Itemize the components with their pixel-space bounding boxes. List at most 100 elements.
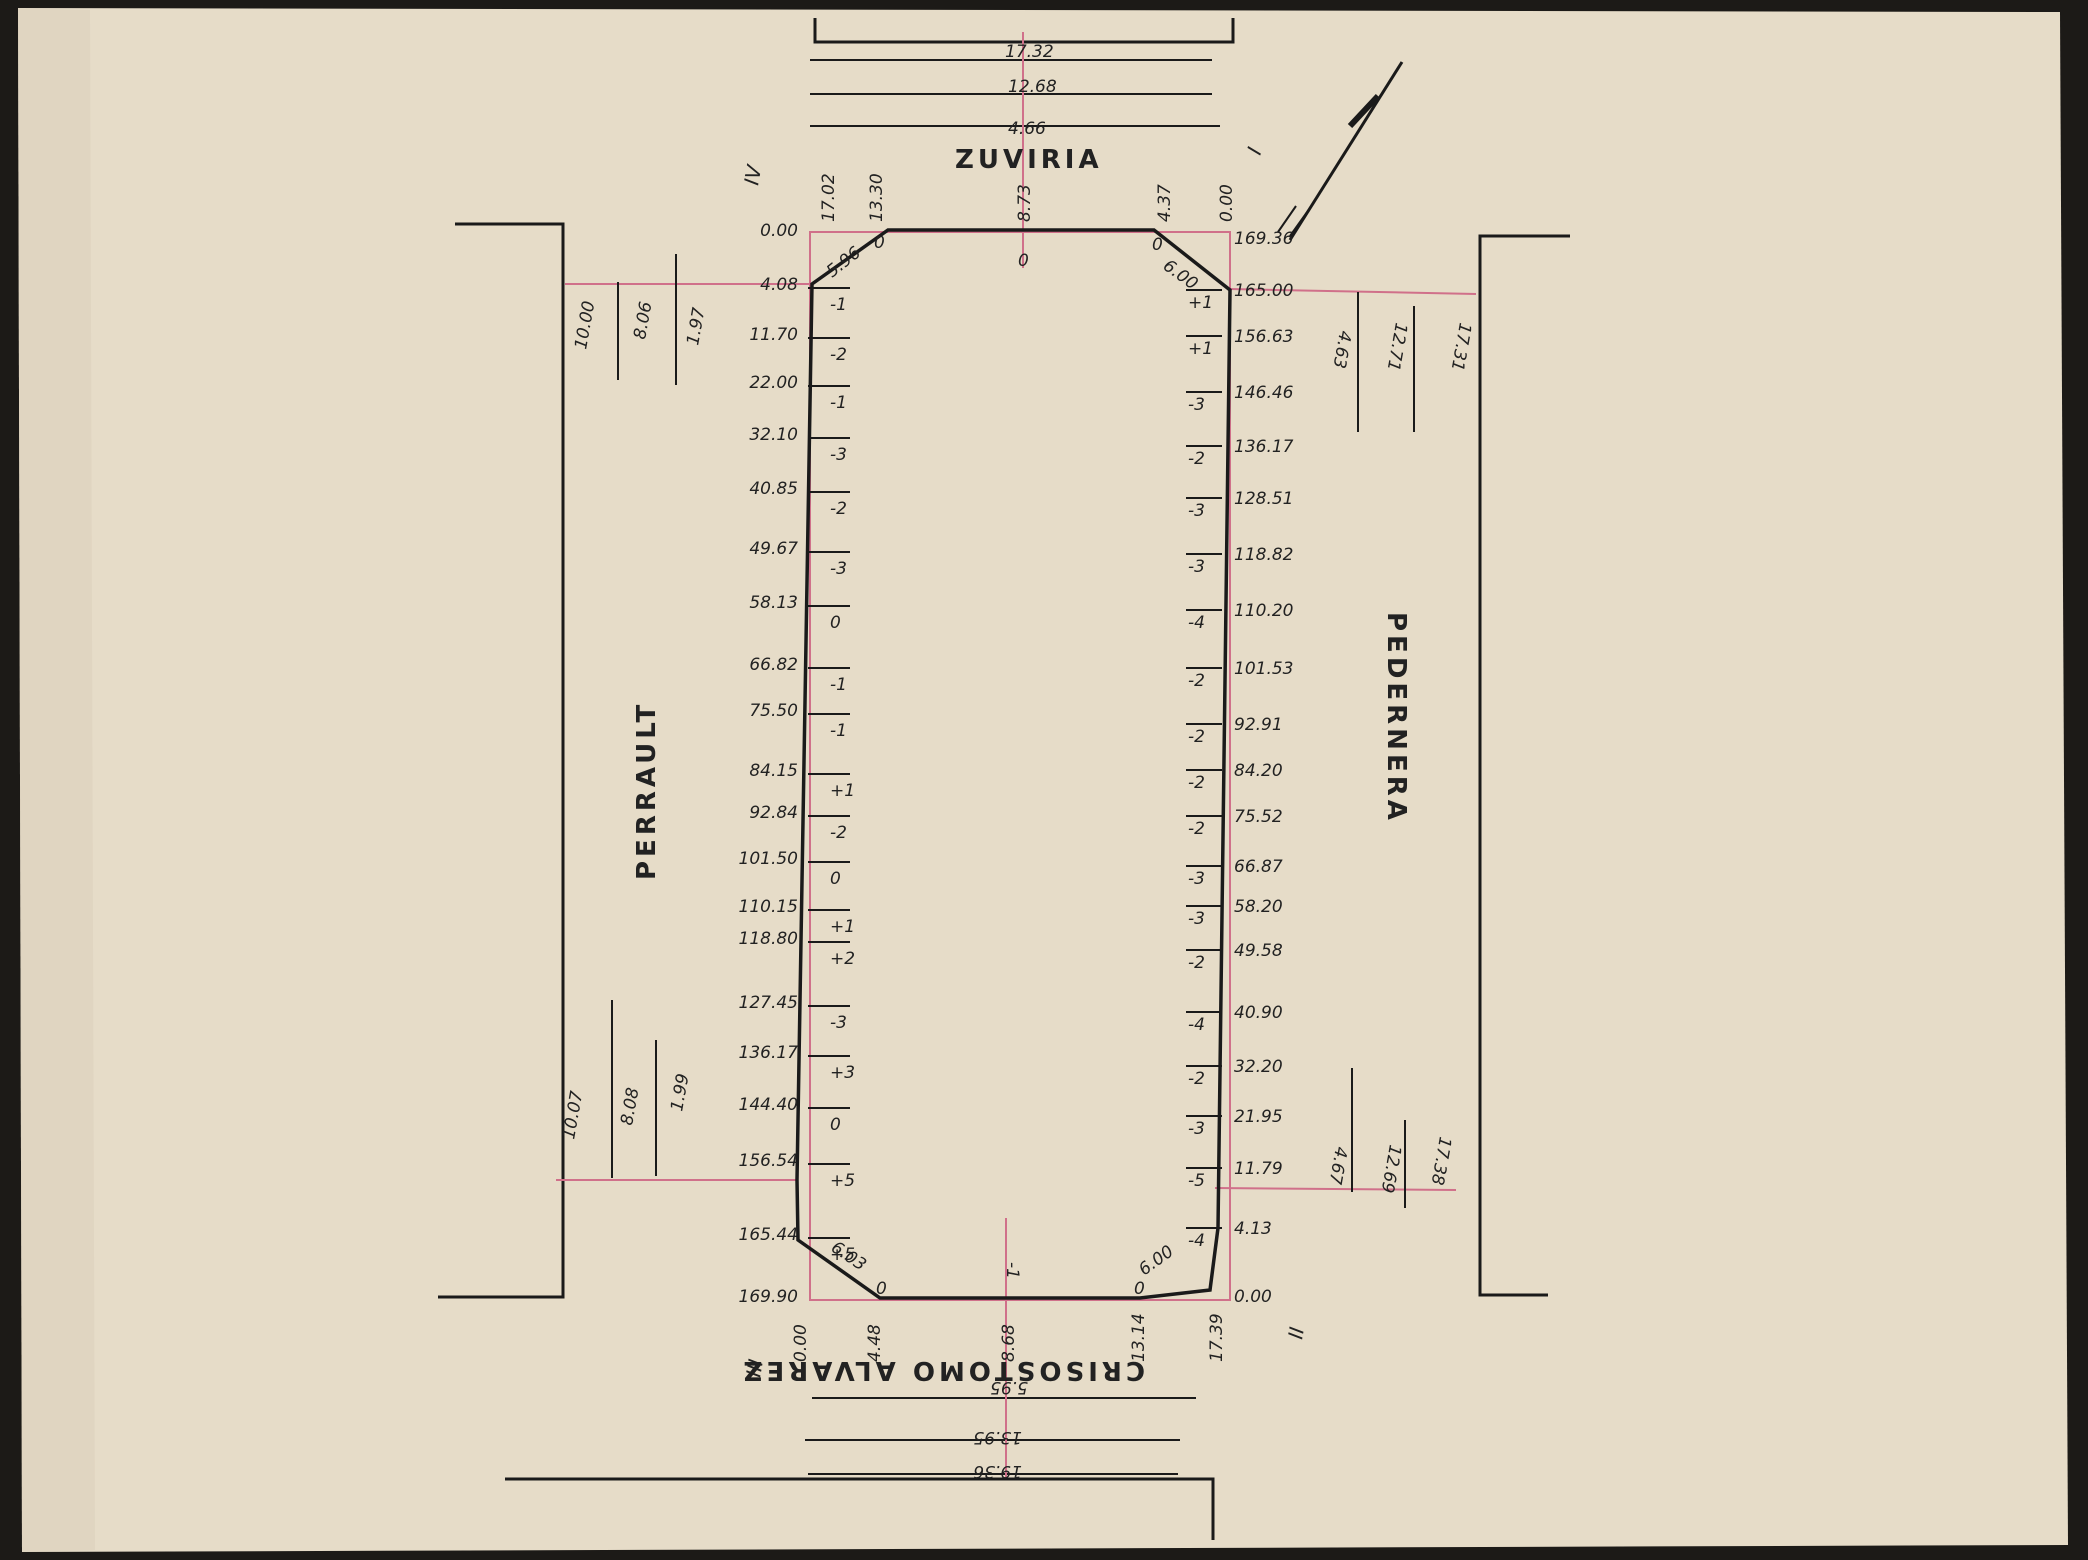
right-station-distance: 75.52 <box>1234 807 1283 827</box>
right-station-distance: 49.58 <box>1234 941 1283 961</box>
right-station-level: -2 <box>1188 819 1205 839</box>
left-station-level: -2 <box>830 823 847 843</box>
left-station-distance: 11.70 <box>749 325 798 345</box>
left-station-distance: 32.10 <box>749 425 798 445</box>
bottom-street-edge <box>505 1477 1215 1540</box>
lot-red-outline <box>809 231 1231 1301</box>
left-station-distance: 49.67 <box>749 539 798 559</box>
left-station-distance: 84.15 <box>749 761 798 781</box>
left-station-distance: 58.13 <box>749 593 798 613</box>
left-station-distance: 118.80 <box>739 929 798 949</box>
chamfer-br-level: 0 <box>1134 1279 1145 1299</box>
right-station-level: -2 <box>1188 671 1205 691</box>
left-station-level: -1 <box>830 393 847 413</box>
paper-shadow-left <box>18 8 95 1552</box>
left-station-level: +5 <box>830 1171 855 1191</box>
left-station-distance: 110.15 <box>739 897 798 917</box>
left-station-distance: 0.00 <box>760 221 798 241</box>
left-station-level: +3 <box>830 1063 855 1083</box>
chamfer-bl-level: 0 <box>876 1279 887 1299</box>
right-station-distance: 40.90 <box>1234 1003 1283 1023</box>
bottom-station-3: 8.68 <box>999 1324 1019 1362</box>
right-station-level: -4 <box>1188 1015 1205 1035</box>
right-station-level: -3 <box>1188 501 1205 521</box>
left-station-distance: 127.45 <box>739 993 798 1013</box>
right-station-distance: 169.36 <box>1234 229 1294 249</box>
right-station-distance: 4.13 <box>1234 1219 1272 1239</box>
street-name-top: ZUVIRIA <box>955 145 1103 175</box>
corner-label-bottom-left: III <box>741 1357 768 1379</box>
left-station-distance: 40.85 <box>749 479 798 499</box>
left-station-level: 0 <box>830 1115 841 1135</box>
right-station-distance: 21.95 <box>1234 1107 1283 1127</box>
bottom-width-2: 13.95 <box>973 1427 1022 1447</box>
right-station-distance: 101.53 <box>1234 659 1293 679</box>
bottom-station-5: 17.39 <box>1207 1313 1227 1362</box>
street-name-bottom: CRISOSTOMO ALVAREZ <box>740 1355 1145 1385</box>
top-width-2: 12.68 <box>1008 77 1057 97</box>
right-station-distance: 136.17 <box>1234 437 1294 457</box>
bottom-station-1: 0.00 <box>791 1324 811 1362</box>
left-station-level: -3 <box>830 445 847 465</box>
left-station-level: +1 <box>830 917 855 937</box>
bottom-width-1: 5.95 <box>990 1377 1028 1397</box>
left-station-distance: 101.50 <box>739 849 798 869</box>
right-station-distance: 146.46 <box>1234 383 1294 403</box>
chamfer-tr-level: 0 <box>1152 235 1163 255</box>
right-station-level: -3 <box>1188 909 1205 929</box>
right-station-level: -3 <box>1188 869 1205 889</box>
left-station-level: 0 <box>830 869 841 889</box>
right-station-level: -3 <box>1188 1119 1205 1139</box>
left-station-distance: 4.08 <box>760 275 798 295</box>
bottom-station-2: 4.48 <box>865 1324 885 1362</box>
left-station-distance: 75.50 <box>749 701 798 721</box>
bottom-station-4: 13.14 <box>1129 1313 1149 1362</box>
street-name-left: PERRAULT <box>632 701 662 880</box>
left-station-distance: 156.54 <box>739 1151 798 1171</box>
left-station-distance: 92.84 <box>749 803 798 823</box>
left-station-level: +1 <box>830 781 855 801</box>
right-station-level: -2 <box>1188 727 1205 747</box>
north-arrow-icon <box>1277 61 1404 241</box>
right-station-distance: 84.20 <box>1234 761 1283 781</box>
right-top-red <box>1229 288 1477 295</box>
right-station-level: -3 <box>1188 395 1205 415</box>
top-station-3: 8.73 <box>1015 184 1035 222</box>
right-station-distance: 128.51 <box>1234 489 1293 509</box>
right-side-stations: 169.36165.00+1156.63+1146.46-3136.17-212… <box>1186 229 1294 1307</box>
street-name-right: PEDERNERA <box>1381 612 1411 824</box>
left-station-level: +5 <box>830 1245 855 1265</box>
top-width-3: 4.66 <box>1008 119 1046 139</box>
right-street-edge <box>1478 234 1570 1297</box>
right-station-level: -5 <box>1188 1171 1205 1191</box>
right-station-level: -2 <box>1188 773 1205 793</box>
right-station-distance: 0.00 <box>1234 1287 1272 1307</box>
left-station-distance: 144.40 <box>739 1095 798 1115</box>
paper <box>18 8 2068 1552</box>
top-centre-level: 0 <box>1018 251 1029 271</box>
bottom-width-3: 19.36 <box>973 1461 1022 1481</box>
right-station-distance: 11.79 <box>1234 1159 1283 1179</box>
right-station-distance: 32.20 <box>1234 1057 1283 1077</box>
top-station-2: 13.30 <box>867 173 887 222</box>
left-station-distance: 136.17 <box>739 1043 799 1063</box>
left-station-distance: 165.44 <box>739 1225 798 1245</box>
left-station-distance: 22.00 <box>749 373 798 393</box>
top-station-1: 17.02 <box>819 173 839 222</box>
right-station-distance: 66.87 <box>1234 857 1283 877</box>
right-station-distance: 110.20 <box>1234 601 1293 621</box>
chamfer-tl-level: 0 <box>874 233 885 253</box>
right-station-distance: 92.91 <box>1234 715 1283 735</box>
right-bottom-red <box>1214 1187 1457 1191</box>
left-station-level: -1 <box>830 295 847 315</box>
left-side-stations: 0.00 4.08 -1 11.70 -2 22.00 -1 32.10 -3 40.85 -2 49… <box>739 221 856 1307</box>
left-station-level: -2 <box>830 345 847 365</box>
right-station-level: -2 <box>1188 449 1205 469</box>
top-station-4: 4.37 <box>1155 184 1175 222</box>
right-station-level: +1 <box>1188 339 1213 359</box>
left-station-distance: 169.90 <box>739 1287 798 1307</box>
left-station-level: -1 <box>830 721 847 741</box>
right-station-level: -4 <box>1188 613 1205 633</box>
